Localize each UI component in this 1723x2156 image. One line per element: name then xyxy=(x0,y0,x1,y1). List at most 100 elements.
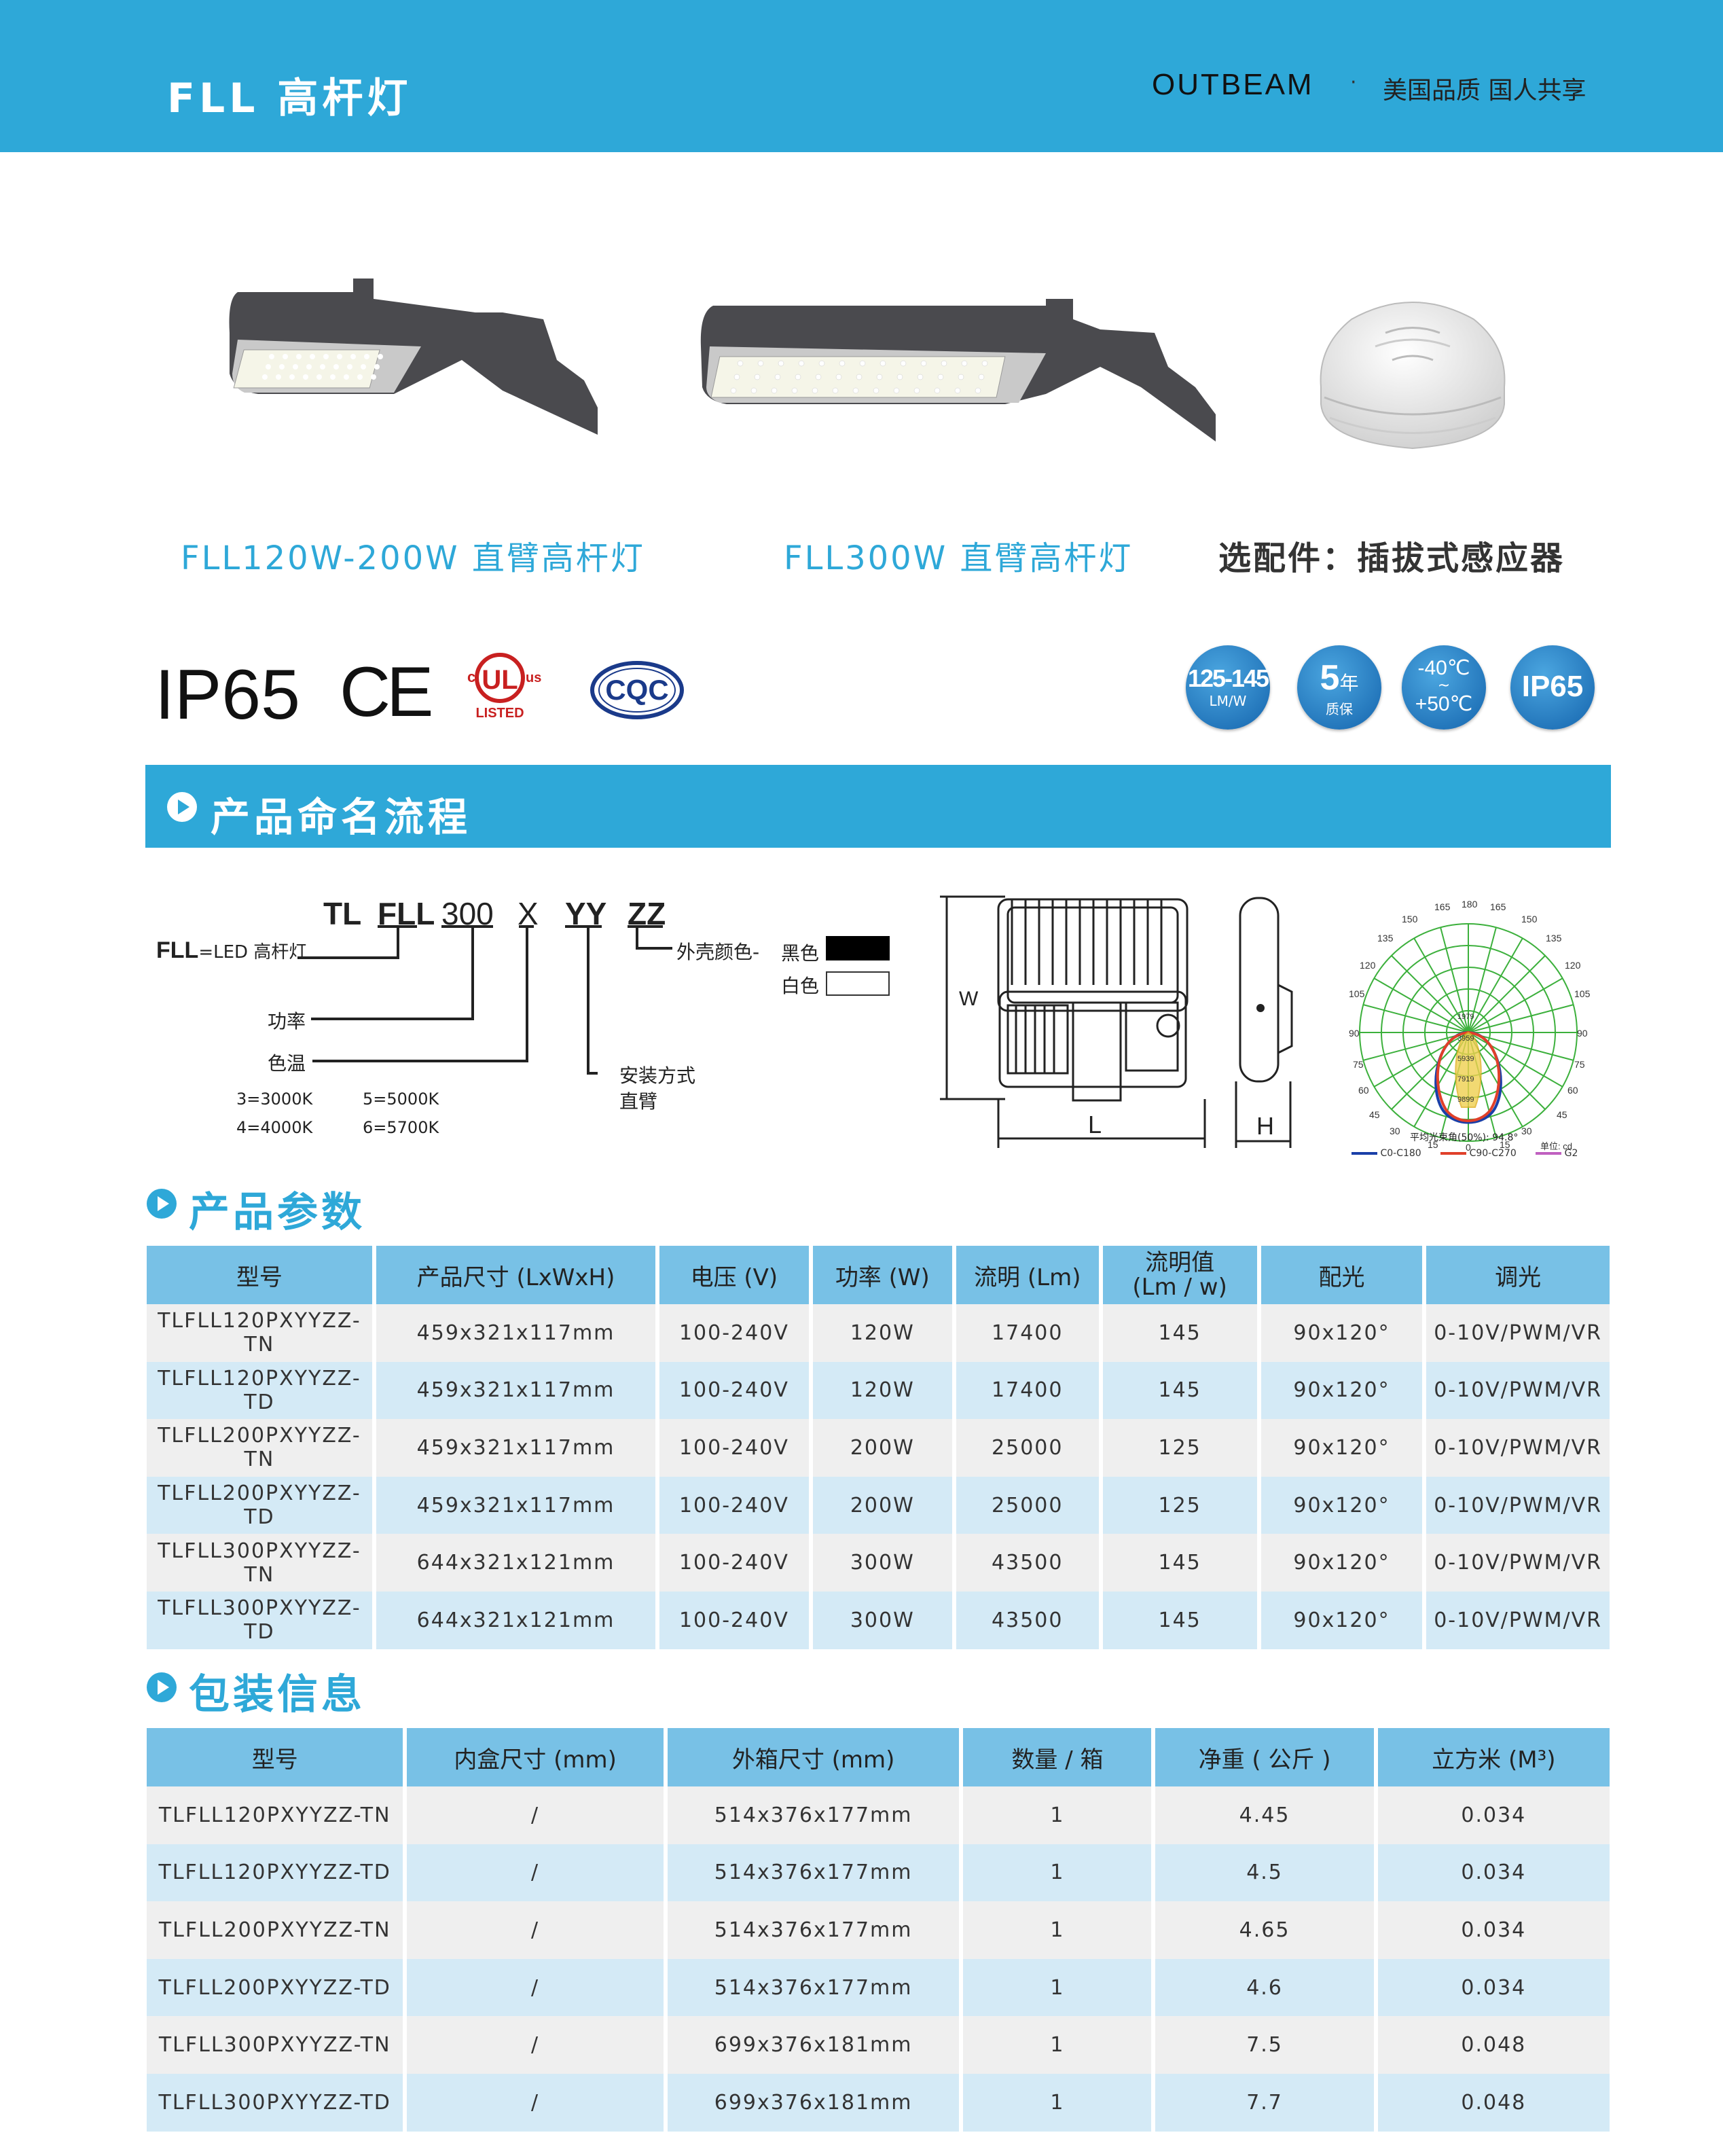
color-black-label: 黑色 xyxy=(781,942,820,965)
naming-code-tl: TL xyxy=(323,896,362,931)
color-black-swatch xyxy=(826,936,890,960)
cell: TLFLL200PXYYZZ-TN xyxy=(147,1901,403,1959)
cell: / xyxy=(407,2073,664,2132)
page-title: FLL 高杆灯 xyxy=(167,75,412,122)
svg-text:150: 150 xyxy=(1402,914,1418,924)
cell: 1 xyxy=(963,1901,1152,1959)
svg-text:CQC: CQC xyxy=(605,674,668,706)
cell: TLFLL300PXYYZZ-TD xyxy=(147,1591,372,1649)
packing-header-row: 型号 内盒尺寸 (mm) 外箱尺寸 (mm) 数量 / 箱 净重 ( 公斤 ) … xyxy=(147,1728,1610,1786)
params-col-dimming: 调光 xyxy=(1426,1246,1610,1304)
svg-text:105: 105 xyxy=(1574,988,1591,999)
cell: TLFLL300PXYYZZ-TN xyxy=(147,2016,403,2074)
svg-text:75: 75 xyxy=(1574,1059,1585,1070)
packing-section-title: 包装信息 xyxy=(189,1671,365,1719)
legend-line-g2 xyxy=(1536,1152,1562,1155)
cell: 90x120° xyxy=(1260,1361,1423,1420)
polar-beam-angle-note: 平均光束角(50%): 94.8° xyxy=(1410,1132,1519,1143)
cell: 514x376x177mm xyxy=(667,1901,960,1959)
params-section-title: 产品参数 xyxy=(189,1189,365,1236)
packing-col-volume: 立方米 (M³) xyxy=(1377,1728,1610,1786)
svg-text:30: 30 xyxy=(1521,1126,1532,1136)
svg-text:H: H xyxy=(1256,1112,1274,1140)
cell: 0-10V/PWM/VR xyxy=(1426,1476,1610,1534)
params-table: 型号 产品尺寸 (LxWxH) 电压 (V) 功率 (W) 流明 (Lm) 流明… xyxy=(143,1246,1614,1649)
svg-text:W: W xyxy=(959,988,979,1010)
svg-text:us: us xyxy=(526,670,541,685)
cct-option-5700k: 6=5700K xyxy=(363,1118,439,1137)
packing-col-weight: 净重 ( 公斤 ) xyxy=(1155,1728,1374,1786)
cell: 0.048 xyxy=(1377,2016,1610,2074)
cell: 100-240V xyxy=(659,1476,809,1534)
cell: 43500 xyxy=(956,1534,1099,1592)
svg-text:1979: 1979 xyxy=(1457,1013,1474,1021)
play-circle-icon xyxy=(147,1672,177,1702)
svg-text:75: 75 xyxy=(1353,1059,1364,1070)
cell: 4.45 xyxy=(1155,1786,1374,1844)
cell: 200W xyxy=(812,1476,953,1534)
cell: 514x376x177mm xyxy=(667,1958,960,2017)
legend-line-c90 xyxy=(1440,1152,1467,1155)
cell: 7.7 xyxy=(1155,2073,1374,2132)
cell: 25000 xyxy=(956,1476,1099,1534)
svg-text:L: L xyxy=(1088,1111,1102,1138)
cell: 4.6 xyxy=(1155,1958,1374,2017)
cell: TLFLL200PXYYZZ-TN xyxy=(147,1419,372,1477)
cell: 459x321x117mm xyxy=(376,1476,656,1534)
svg-text:135: 135 xyxy=(1377,933,1394,944)
naming-color-label: 外壳颜色- xyxy=(676,941,760,963)
packing-col-model: 型号 xyxy=(147,1728,403,1786)
cell: 1 xyxy=(963,1786,1152,1844)
cell: 90x120° xyxy=(1260,1476,1423,1534)
sensor-accessory-image xyxy=(1320,302,1506,450)
packing-table: 型号 内盒尺寸 (mm) 外箱尺寸 (mm) 数量 / 箱 净重 ( 公斤 ) … xyxy=(143,1728,1614,2132)
cell: 25000 xyxy=(956,1419,1099,1477)
cell: 7.5 xyxy=(1155,2016,1374,2074)
packing-col-inner-box: 内盒尺寸 (mm) xyxy=(407,1728,664,1786)
fll300-lamp-image xyxy=(700,299,1216,442)
svg-text:90: 90 xyxy=(1577,1028,1588,1039)
cell: 699x376x181mm xyxy=(667,2073,960,2132)
svg-text:165: 165 xyxy=(1490,901,1506,912)
cell: 0-10V/PWM/VR xyxy=(1426,1591,1610,1649)
product-caption-fll120: FLL120W-200W 直臂高杆灯 xyxy=(181,539,645,577)
cell: 1 xyxy=(963,2073,1152,2132)
legend-line-c0 xyxy=(1352,1152,1377,1155)
svg-text:60: 60 xyxy=(1358,1085,1369,1096)
cell: 0-10V/PWM/VR xyxy=(1426,1361,1610,1420)
svg-text:5939: 5939 xyxy=(1457,1055,1474,1063)
naming-power-label: 功率 xyxy=(268,1010,306,1032)
packing-col-outer-box: 外箱尺寸 (mm) xyxy=(667,1728,960,1786)
dimension-drawing: W L H xyxy=(940,895,1293,1148)
cct-option-3000k: 3=3000K xyxy=(236,1090,313,1109)
cell: 644x321x121mm xyxy=(376,1591,656,1649)
naming-connector-lines xyxy=(297,925,672,1075)
svg-text:45: 45 xyxy=(1557,1109,1567,1120)
svg-text:c: c xyxy=(467,668,475,685)
cell: 0-10V/PWM/VR xyxy=(1426,1304,1610,1362)
play-circle-icon xyxy=(167,792,197,822)
cell: 200W xyxy=(812,1419,953,1477)
cct-option-4000k: 4=4000K xyxy=(236,1118,313,1137)
naming-section-bar xyxy=(145,765,1611,848)
cell: TLFLL120PXYYZZ-TD xyxy=(147,1361,372,1420)
params-col-optics: 配光 xyxy=(1260,1246,1423,1304)
color-white-label: 白色 xyxy=(781,975,820,997)
cell: TLFLL120PXYYZZ-TD xyxy=(147,1844,403,1902)
cell: 145 xyxy=(1102,1534,1257,1592)
cell: 0.034 xyxy=(1377,1786,1610,1844)
cell: 145 xyxy=(1102,1361,1257,1420)
svg-text:60: 60 xyxy=(1567,1085,1578,1096)
params-col-lumen: 流明 (Lm) xyxy=(956,1246,1099,1304)
cell: 100-240V xyxy=(659,1304,809,1362)
cell: / xyxy=(407,2016,664,2074)
cell: 125 xyxy=(1102,1419,1257,1477)
cct-option-5000k: 5=5000K xyxy=(363,1090,439,1109)
svg-text:0: 0 xyxy=(1466,1142,1471,1153)
svg-text:120: 120 xyxy=(1360,960,1376,971)
brand-slogan: 美国品质 国人共享 xyxy=(1383,77,1586,105)
svg-text:15: 15 xyxy=(1428,1139,1438,1150)
